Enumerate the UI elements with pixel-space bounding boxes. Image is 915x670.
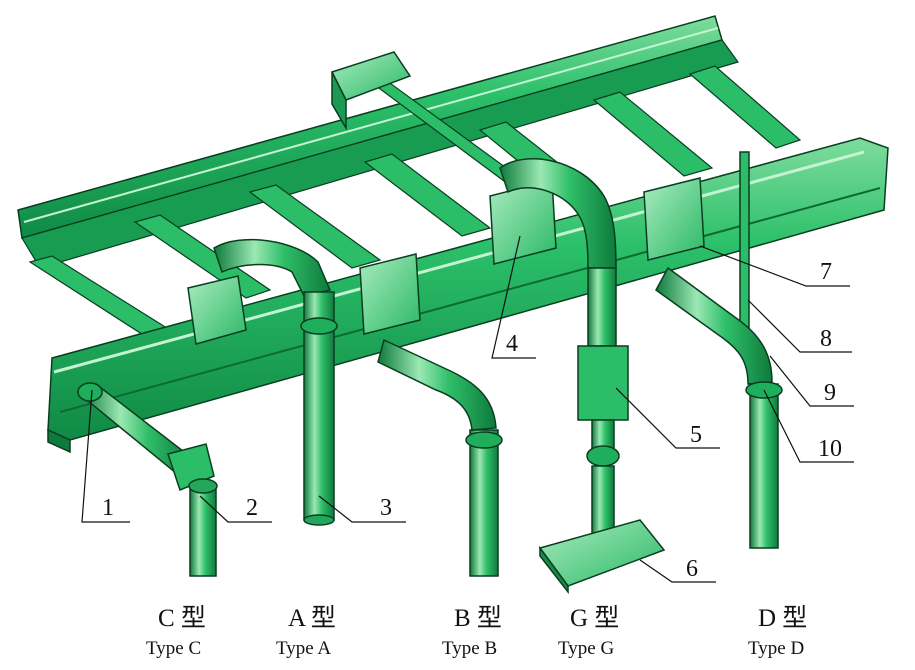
type-a-cn-label: A 型 bbox=[288, 605, 336, 632]
callout-7: 7 bbox=[820, 259, 832, 285]
type-b-cn-label: B 型 bbox=[454, 605, 502, 632]
callout-10: 10 bbox=[818, 436, 842, 462]
support-type-b bbox=[359, 253, 503, 577]
type-a-en-label: Type A bbox=[276, 638, 332, 659]
callout-5: 5 bbox=[690, 422, 702, 448]
callout-9: 9 bbox=[824, 380, 836, 406]
type-c-en-label: Type C bbox=[146, 638, 202, 659]
callout-4: 4 bbox=[506, 331, 518, 357]
callout-8: 8 bbox=[820, 326, 832, 352]
type-c-cn-label: C 型 bbox=[158, 605, 206, 632]
type-d-en-label: Type D bbox=[748, 638, 805, 659]
type-g-en-label: Type G bbox=[558, 638, 615, 659]
tray-back-rail bbox=[17, 15, 890, 300]
callout-6: 6 bbox=[686, 556, 698, 582]
type-d-cn-label: D 型 bbox=[758, 605, 808, 632]
top-bracket bbox=[330, 51, 412, 131]
leader-lines bbox=[81, 235, 854, 583]
support-type-a bbox=[187, 238, 338, 526]
type-b-en-label: Type B bbox=[442, 638, 498, 659]
type-g-cn-label: G 型 bbox=[570, 605, 620, 632]
callout-2: 2 bbox=[246, 495, 258, 521]
callout-3: 3 bbox=[380, 495, 392, 521]
support-type-g bbox=[489, 158, 666, 595]
callout-1: 1 bbox=[102, 495, 114, 521]
support-type-d bbox=[643, 151, 783, 549]
support-type-c bbox=[77, 382, 218, 577]
